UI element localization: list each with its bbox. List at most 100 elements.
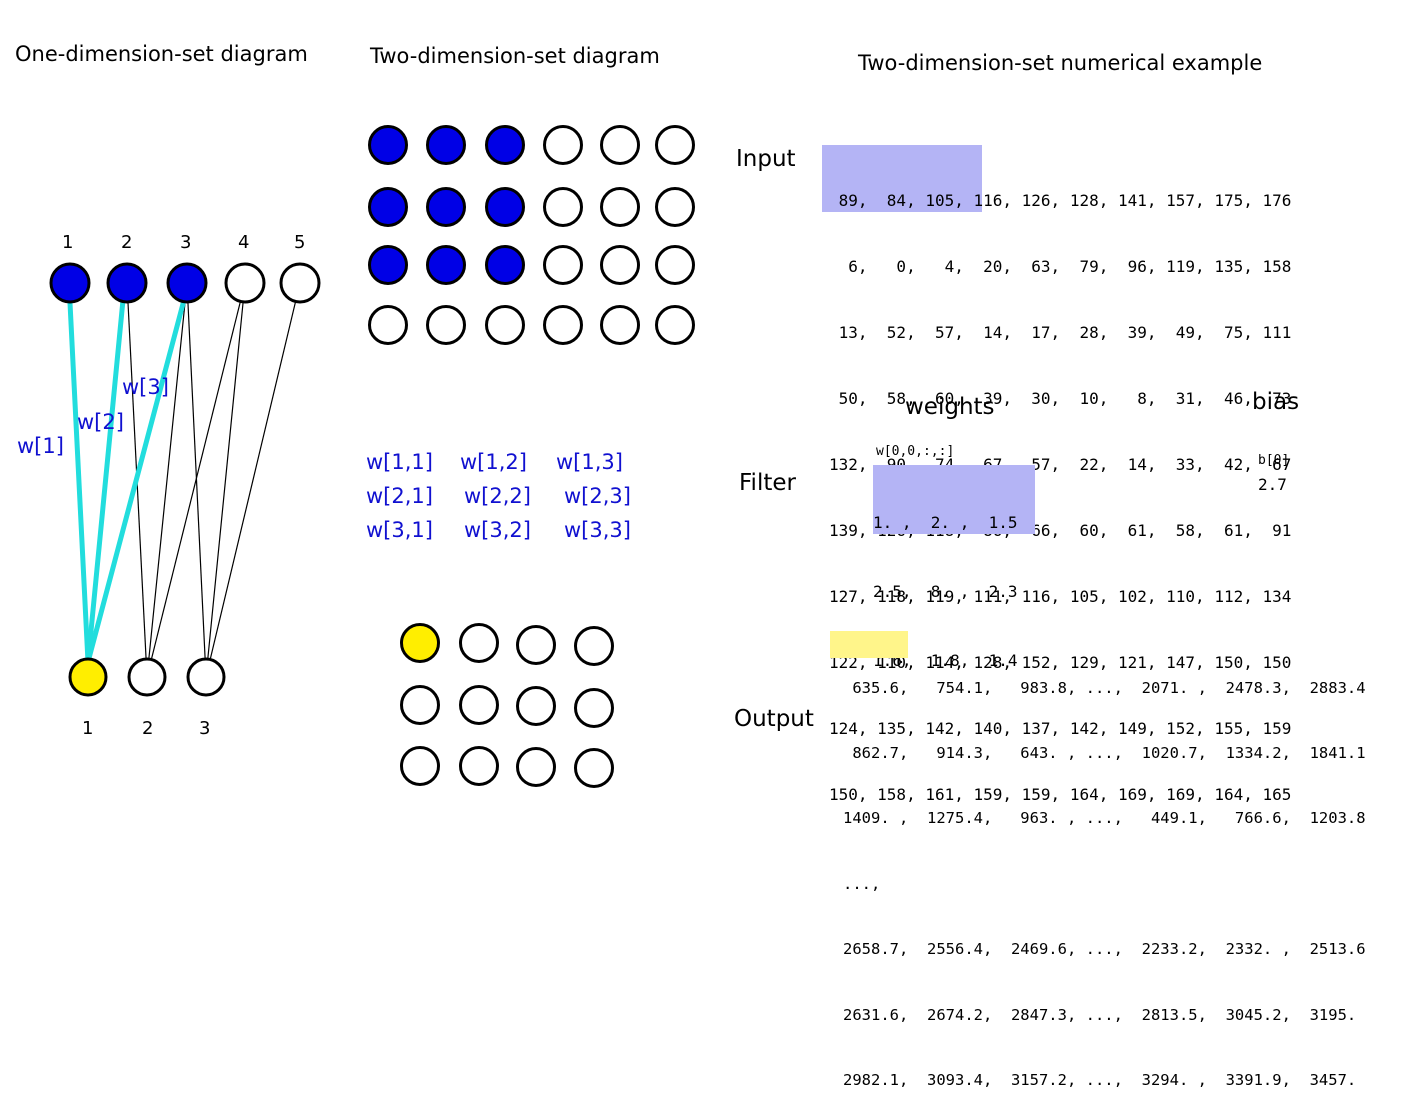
output-row: 635.6, 754.1, 983.8, ..., 2071. , 2478.3… <box>843 678 1366 697</box>
grid-node-active <box>368 125 408 165</box>
grid-node <box>368 305 408 345</box>
top-node-label: 1 <box>62 232 74 253</box>
input-row: 122, 110, 114, 128, 152, 129, 121, 147, … <box>829 653 1292 672</box>
output-grid-node <box>459 685 499 725</box>
bias-caption: b[0] <box>1258 453 1290 468</box>
bottom-node-label: 3 <box>199 718 211 739</box>
weights-row: 2.5, 8. , 2.3 <box>873 582 1018 601</box>
grid-node-active <box>485 245 525 285</box>
output-grid-node <box>574 688 614 728</box>
output-row: 2658.7, 2556.4, 2469.6, ..., 2233.2, 233… <box>843 940 1366 959</box>
output-grid-node-active <box>400 623 440 663</box>
grid-node <box>600 187 640 227</box>
input-row: 89, 84, 105, 116, 126, 128, 141, 157, 17… <box>829 191 1292 210</box>
grid-node <box>543 125 583 165</box>
output-grid-node <box>574 626 614 666</box>
grid-weight-label: w[1,3] <box>556 450 623 474</box>
grid-node <box>655 245 695 285</box>
input-row: 150, 158, 161, 159, 159, 164, 169, 169, … <box>829 785 1292 804</box>
output-label: Output <box>734 706 814 732</box>
grid-weight-label: w[1,2] <box>460 450 527 474</box>
top-node-label: 5 <box>294 232 306 253</box>
output-node <box>186 657 226 697</box>
grid-node-active <box>426 245 466 285</box>
weights-caption: w[0,0,:,:] <box>876 444 955 459</box>
grid-node-active <box>368 187 408 227</box>
grid-node <box>543 187 583 227</box>
top-node-label: 4 <box>238 232 250 253</box>
grid-weight-label: w[3,2] <box>464 518 531 542</box>
weight-line-1 <box>67 300 91 665</box>
output-grid-node <box>400 685 440 725</box>
bottom-node-label: 1 <box>82 718 94 739</box>
connection-line <box>205 282 246 678</box>
numerical-example-title: Two-dimension-set numerical example <box>858 51 1263 75</box>
input-matrix: 89, 84, 105, 116, 126, 128, 141, 157, 17… <box>829 146 1291 828</box>
output-grid-node <box>459 746 499 786</box>
bias-value: 2.7 <box>1258 475 1287 494</box>
grid-node <box>600 125 640 165</box>
input-label: Input <box>736 146 796 172</box>
bias-label: bias <box>1252 389 1300 415</box>
input-row: 127, 118, 119, 111, 116, 105, 102, 110, … <box>829 587 1292 606</box>
input-row: 124, 135, 142, 140, 137, 142, 149, 152, … <box>829 719 1292 738</box>
grid-weight-label: w[1,1] <box>366 450 433 474</box>
weight-line-2 <box>85 297 126 665</box>
connection-lines <box>126 282 301 678</box>
input-node-active <box>166 262 208 304</box>
output-row: 2982.1, 3093.4, 3157.2, ..., 3294. , 339… <box>843 1070 1357 1089</box>
grid-weight-label: w[3,1] <box>366 518 433 542</box>
grid-node <box>600 245 640 285</box>
grid-weight-label: w[2,3] <box>564 484 631 508</box>
grid-weight-label: w[3,3] <box>564 518 631 542</box>
weighted-lines <box>67 297 187 665</box>
bottom-node-label: 2 <box>142 718 154 739</box>
diagram-graphics <box>49 125 695 788</box>
output-grid-node <box>459 623 499 663</box>
grid-node-active <box>426 187 466 227</box>
output-row: 2631.6, 2674.2, 2847.3, ..., 2813.5, 304… <box>843 1005 1357 1024</box>
input-node <box>279 262 321 304</box>
input-highlight <box>822 145 982 212</box>
grid-weight-label: w[2,2] <box>464 484 531 508</box>
input-node-active <box>49 262 91 304</box>
grid-weight-label: w[2,1] <box>366 484 433 508</box>
grid-node <box>485 305 525 345</box>
two-dimension-title: Two-dimension-set diagram <box>370 44 660 68</box>
connection-line <box>205 282 301 678</box>
input-row: 132, 90, 74, 67, 57, 22, 14, 33, 42, 67 <box>829 455 1292 474</box>
input-row: 13, 52, 57, 14, 17, 28, 39, 49, 75, 111 <box>829 323 1292 342</box>
weights-highlight <box>873 465 1035 534</box>
top-node-label: 3 <box>180 232 192 253</box>
grid-node <box>655 125 695 165</box>
connection-line <box>146 282 188 678</box>
grid-node <box>600 305 640 345</box>
output-row: 862.7, 914.3, 643. , ..., 1020.7, 1334.2… <box>843 743 1366 762</box>
output-grid <box>400 623 614 788</box>
weight-label: w[1] <box>17 434 64 458</box>
input-grid <box>368 125 695 345</box>
output-grid-node <box>516 686 556 726</box>
output-highlight <box>830 631 908 658</box>
grid-node-active <box>368 245 408 285</box>
output-row: 1409. , 1275.4, 963. , ..., 449.1, 766.6… <box>843 809 1366 828</box>
weight-label: w[3] <box>122 375 169 399</box>
grid-node-active <box>485 125 525 165</box>
input-row: 50, 58, 60, 39, 30, 10, 8, 31, 46, 73 <box>829 389 1292 408</box>
output-matrix: 635.6, 754.1, 983.8, ..., 2071. , 2478.3… <box>843 634 1366 1114</box>
output-grid-node <box>574 748 614 788</box>
grid-node <box>543 305 583 345</box>
output-grid-node <box>516 625 556 665</box>
grid-node-active <box>426 125 466 165</box>
grid-node <box>655 305 695 345</box>
grid-node-active <box>485 187 525 227</box>
weights-matrix: 1. , 2. , 1.5 2.5, 8. , 2.3 1.6, 1.8, 1.… <box>873 465 1018 695</box>
output-node <box>127 657 167 697</box>
output-node-active <box>68 657 108 697</box>
weights-label: weights <box>905 394 995 420</box>
grid-node <box>543 245 583 285</box>
input-row: 6, 0, 4, 20, 63, 79, 96, 119, 135, 158 <box>829 257 1292 276</box>
input-node <box>224 262 266 304</box>
output-row: ..., <box>843 874 881 893</box>
input-node-active <box>106 262 148 304</box>
